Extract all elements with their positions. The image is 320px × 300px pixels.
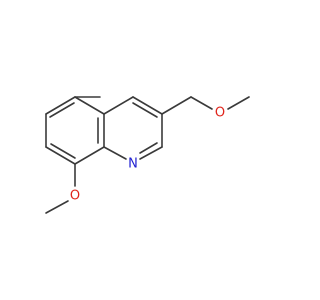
bond-c3-ch2 bbox=[161, 96, 192, 115]
bond-c4-c3 bbox=[132, 96, 163, 115]
molecule-diagram: N O O bbox=[45, 96, 250, 214]
atom-o-methoxy-ring: O bbox=[70, 189, 80, 204]
bond-c8-c8a bbox=[74, 146, 105, 165]
bond-o-ch3 bbox=[227, 96, 250, 110]
bond-c5-c6-inner bbox=[49, 102, 75, 118]
bond-c5-c6 bbox=[45, 96, 76, 115]
atom-o-methoxymethyl: O bbox=[215, 106, 225, 121]
bond-n1-c8a bbox=[103, 146, 127, 160]
bond-c2-n1 bbox=[139, 146, 163, 160]
bond-c7-c8-inner bbox=[50, 143, 76, 159]
bond-ch2-o bbox=[190, 96, 213, 110]
bond-c4-c3-inner bbox=[132, 102, 158, 118]
bond-c4a-c5b bbox=[74, 96, 105, 115]
bond-c7-c8 bbox=[45, 146, 76, 165]
bond-c2-n1-inner bbox=[139, 142, 158, 154]
atom-n1: N bbox=[128, 157, 138, 172]
bond-o-ch3-ring bbox=[45, 200, 69, 214]
bond-c4a-c4 bbox=[103, 96, 134, 115]
